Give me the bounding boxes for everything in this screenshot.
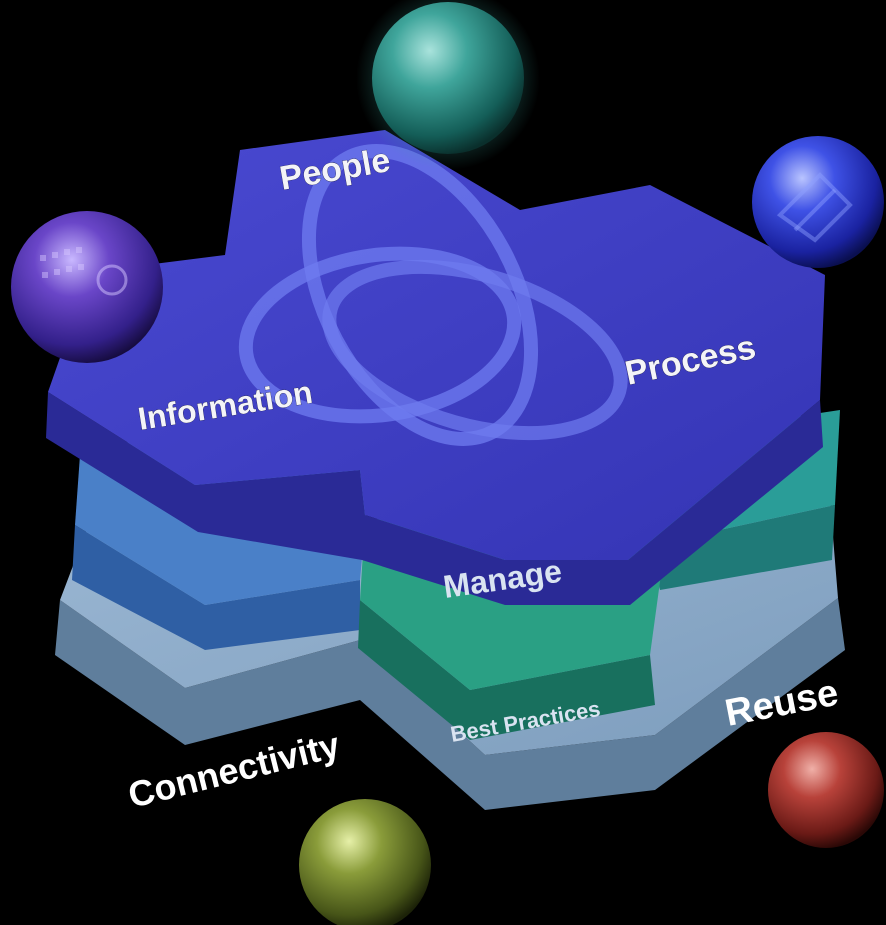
blue-sphere-pattern [776, 172, 853, 243]
top-layer-top [48, 130, 825, 560]
olive-sphere [299, 799, 431, 925]
teal-layer-right-side [650, 505, 835, 590]
blue-sphere [752, 136, 884, 268]
purple-sphere-pattern [40, 247, 128, 296]
blue-layer-side [72, 525, 360, 650]
ring-process [322, 259, 628, 441]
ring-information [238, 246, 522, 424]
manage-layer-side [358, 600, 655, 740]
label-connectivity: Connectivity [124, 724, 344, 816]
red-sphere [768, 732, 884, 848]
purple-sphere [11, 211, 163, 363]
teal-sphere [372, 2, 524, 154]
base-layer-side [55, 598, 845, 810]
top-layer [46, 130, 825, 605]
top-layer-side [46, 392, 823, 605]
